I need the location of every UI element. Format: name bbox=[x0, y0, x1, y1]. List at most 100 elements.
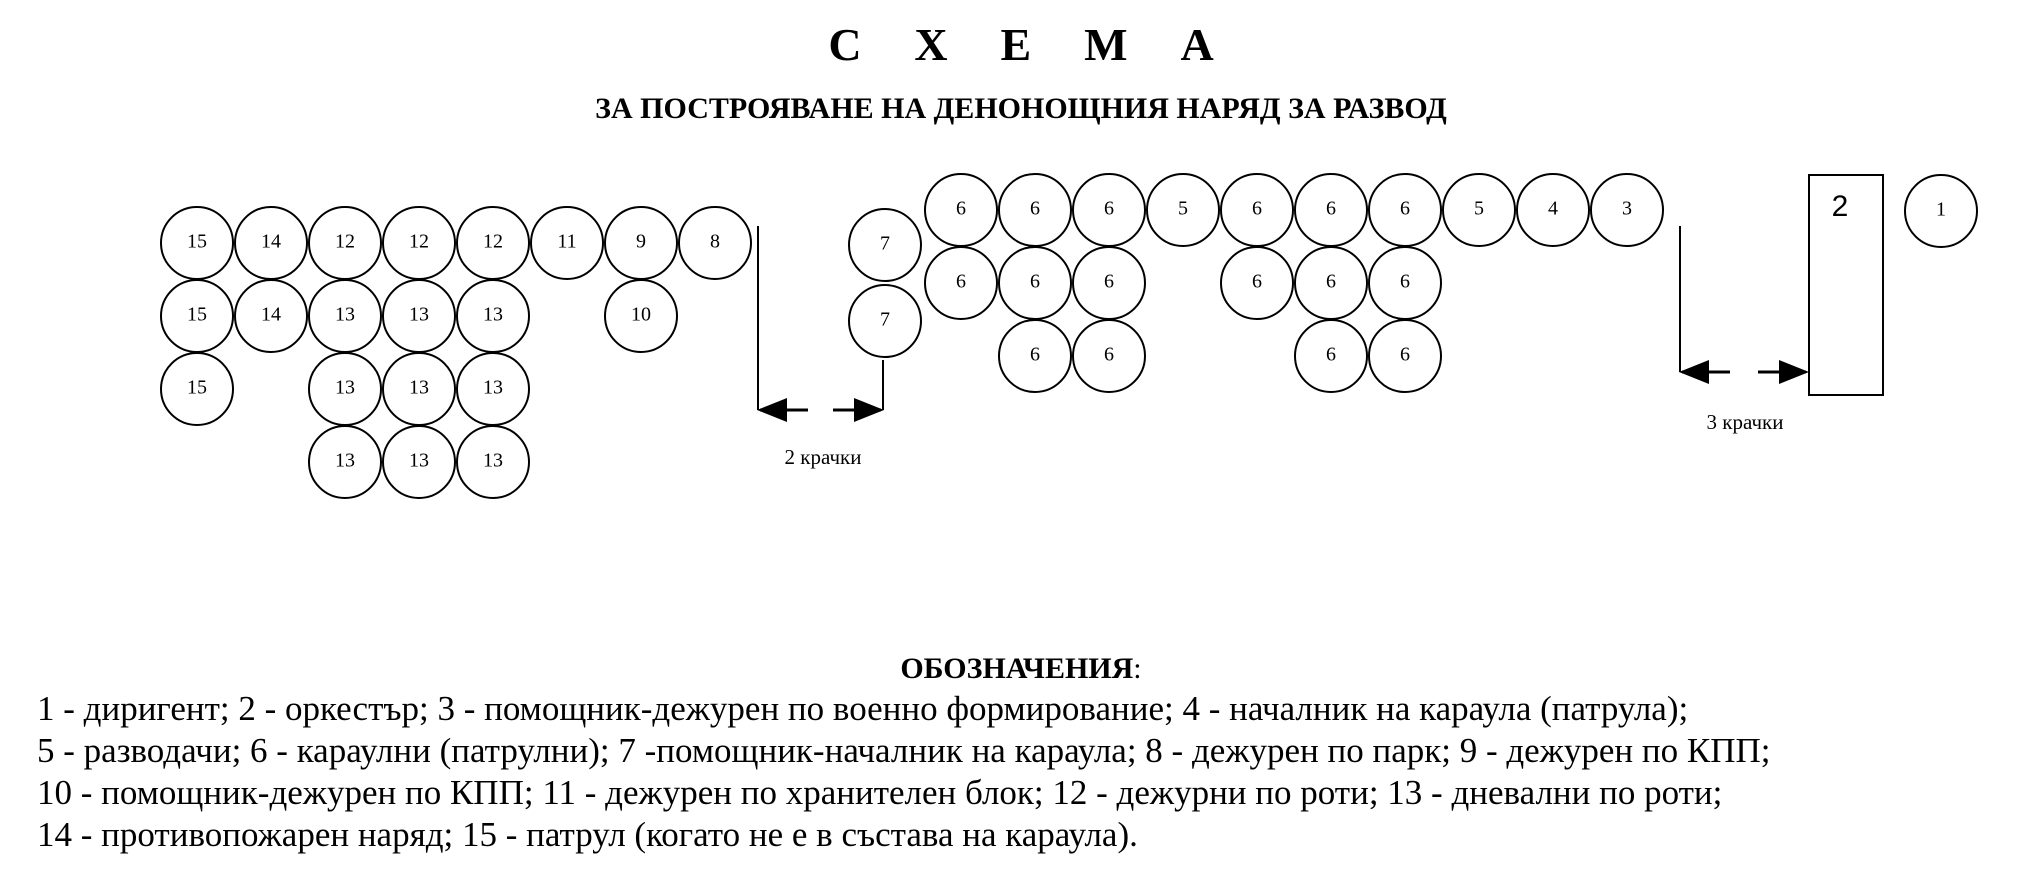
guard-position: 3 bbox=[1590, 173, 1664, 247]
legend-heading-colon: : bbox=[1133, 652, 1142, 685]
formation-position-label: 14 bbox=[261, 304, 281, 326]
formation-position: 13 bbox=[382, 279, 456, 353]
formation-position-label: 13 bbox=[483, 450, 503, 472]
guard-position-label: 6 bbox=[1326, 198, 1336, 220]
assistant-commander-position-label: 7 bbox=[880, 233, 890, 255]
formation-position-label: 9 bbox=[636, 231, 646, 253]
guard-position: 6 bbox=[1294, 173, 1368, 247]
assistant-commander-position-circle bbox=[848, 284, 922, 358]
guard-position: 6 bbox=[924, 173, 998, 247]
formation-position-circle bbox=[604, 279, 678, 353]
formation-position: 12 bbox=[308, 206, 382, 280]
formation-position-label: 12 bbox=[335, 231, 355, 253]
formation-position-label: 13 bbox=[335, 377, 355, 399]
guard-position-circle bbox=[1294, 319, 1368, 393]
formation-position: 14 bbox=[234, 206, 308, 280]
formation-position: 8 bbox=[678, 206, 752, 280]
legend-line: 10 - помощник-дежурен по КПП; 11 - дежур… bbox=[37, 773, 1723, 812]
formation-position: 13 bbox=[308, 352, 382, 426]
guard-position-circle bbox=[1516, 173, 1590, 247]
legend-line: 14 - противопожарен наряд; 15 - патрул (… bbox=[37, 815, 1138, 854]
formation-position: 14 bbox=[234, 279, 308, 353]
formation-position-circle bbox=[160, 352, 234, 426]
orchestra-box bbox=[1808, 174, 1884, 396]
legend-line: 1 - диригент; 2 - оркестър; 3 - помощник… bbox=[37, 689, 1689, 728]
formation-position-label: 12 bbox=[409, 231, 429, 253]
guard-position-label: 6 bbox=[1104, 198, 1114, 220]
guard-position-label: 6 bbox=[1030, 344, 1040, 366]
guard-position-circle bbox=[998, 319, 1072, 393]
formation-position-label: 13 bbox=[409, 450, 429, 472]
guard-position-label: 6 bbox=[1400, 271, 1410, 293]
assistant-commander-position: 7 bbox=[848, 284, 922, 358]
formation-position-circle bbox=[234, 279, 308, 353]
left-formation-group: 15 14 12 12 12 11 9 8 15 14 13 13 13 10 15 13 13 13 13 13 13 bbox=[160, 206, 752, 499]
guard-position: 6 bbox=[924, 246, 998, 320]
formation-position: 10 bbox=[604, 279, 678, 353]
formation-position: 15 bbox=[160, 206, 234, 280]
guard-position-label: 6 bbox=[1030, 271, 1040, 293]
guard-position-circle bbox=[924, 246, 998, 320]
formation-position-label: 15 bbox=[187, 304, 207, 326]
guard-position-label: 5 bbox=[1474, 198, 1484, 220]
guard-position-label: 6 bbox=[1252, 198, 1262, 220]
guard-position-label: 6 bbox=[1326, 344, 1336, 366]
guard-position: 6 bbox=[1072, 173, 1146, 247]
formation-diagram: 15 14 12 12 12 11 9 8 15 14 13 13 13 10 15 13 13 13 13 13 13… bbox=[160, 173, 1978, 499]
guard-position-label: 6 bbox=[956, 271, 966, 293]
formation-position-label: 13 bbox=[483, 377, 503, 399]
legend-heading-text: ОБОЗНАЧЕНИЯ bbox=[900, 652, 1134, 685]
guard-position: 6 bbox=[1294, 246, 1368, 320]
formation-position: 13 bbox=[456, 425, 530, 499]
assistant-commander-position: 7 bbox=[848, 208, 922, 282]
formation-position-label: 12 bbox=[483, 231, 503, 253]
guard-position-circle bbox=[1590, 173, 1664, 247]
legend-line: 5 - разводачи; 6 - караулни (патрулни); … bbox=[37, 731, 1771, 770]
guard-position: 5 bbox=[1442, 173, 1516, 247]
assistant-commander-position-label: 7 bbox=[880, 309, 890, 331]
guard-position: 6 bbox=[1368, 246, 1442, 320]
formation-position-label: 14 bbox=[261, 231, 281, 253]
formation-position: 12 bbox=[456, 206, 530, 280]
guard-position-label: 6 bbox=[1252, 271, 1262, 293]
formation-position-label: 13 bbox=[335, 304, 355, 326]
formation-position: 12 bbox=[382, 206, 456, 280]
assistant-commanders-group: 77 bbox=[848, 208, 922, 358]
assistant-commander-position-circle bbox=[848, 208, 922, 282]
formation-position: 15 bbox=[160, 279, 234, 353]
distance-label-right: 3 крачки bbox=[1707, 410, 1784, 434]
guard-position: 6 bbox=[1368, 319, 1442, 393]
formation-position: 13 bbox=[456, 279, 530, 353]
guard-position: 6 bbox=[998, 319, 1072, 393]
formation-position-label: 15 bbox=[187, 377, 207, 399]
formation-position-circle bbox=[308, 425, 382, 499]
diagram-title: С Х Е М А bbox=[828, 19, 1235, 70]
diagram-subtitle: ЗА ПОСТРОЯВАНЕ НА ДЕНОНОЩНИЯ НАРЯД ЗА РА… bbox=[595, 92, 1447, 125]
guard-position-label: 6 bbox=[1104, 271, 1114, 293]
guard-position: 6 bbox=[1220, 173, 1294, 247]
guard-position-label: 6 bbox=[956, 198, 966, 220]
guard-position-label: 6 bbox=[1326, 271, 1336, 293]
formation-position: 13 bbox=[308, 425, 382, 499]
guard-position: 6 bbox=[998, 173, 1072, 247]
formation-position-circle bbox=[456, 425, 530, 499]
formation-position-label: 13 bbox=[409, 304, 429, 326]
guard-position-circle bbox=[1368, 319, 1442, 393]
formation-position: 15 bbox=[160, 352, 234, 426]
guard-position: 6 bbox=[998, 246, 1072, 320]
guard-position-circle bbox=[1220, 246, 1294, 320]
formation-position-label: 13 bbox=[409, 377, 429, 399]
formation-position-label: 13 bbox=[483, 304, 503, 326]
guard-position: 5 bbox=[1146, 173, 1220, 247]
guard-position: 6 bbox=[1072, 246, 1146, 320]
formation-position-label: 8 bbox=[710, 231, 720, 253]
orchestra-label: 2 bbox=[1832, 190, 1849, 223]
formation-position-label: 11 bbox=[557, 231, 576, 253]
legend-heading: ОБОЗНАЧЕНИЯ: bbox=[0, 652, 2042, 686]
formation-position-circle bbox=[678, 206, 752, 280]
guard-position-circle bbox=[1072, 319, 1146, 393]
distance-label-left: 2 крачки bbox=[785, 445, 862, 469]
guard-position-label: 4 bbox=[1548, 198, 1558, 220]
formation-position: 13 bbox=[456, 352, 530, 426]
